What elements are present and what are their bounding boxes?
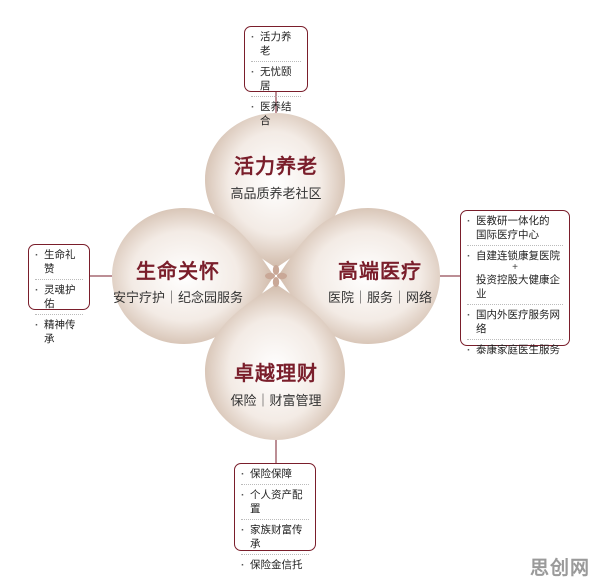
petal-left [112, 208, 274, 344]
plus-sign: + [512, 262, 518, 273]
top-subtitle: 高品质养老社区 [230, 186, 322, 201]
list-item: 精神传承 [35, 318, 83, 346]
list-item: 保险保障 [241, 467, 309, 481]
watermark: 思创网 [529, 558, 590, 579]
petal-top [205, 113, 345, 268]
right-title: 高端医疗 [338, 261, 422, 283]
left-title: 生命关怀 [136, 261, 220, 283]
left-detail-box: 生命礼赞 灵魂护佑 精神传承 [28, 244, 90, 345]
left-subtitle: 安宁疗护｜纪念园服务 [112, 290, 243, 305]
bottom-detail-box: 保险保障 个人资产配置 家族财富传承 保险金信托 [234, 463, 316, 572]
list-item: 自建连锁康复医院 [467, 249, 563, 263]
center-clover-icon [265, 265, 287, 287]
list-item: 国内外医疗服务网络 [467, 308, 563, 336]
right-subtitle: 医院｜服务｜网络 [327, 290, 432, 305]
list-item: 生命礼赞 [35, 248, 83, 276]
list-item-continued: 投资控股大健康企业 [476, 274, 560, 300]
petal-bottom [205, 284, 345, 440]
bottom-title: 卓越理财 [234, 363, 318, 385]
list-item: 泰康家庭医生服务 [467, 343, 563, 357]
list-item: 活力养老 [251, 30, 301, 58]
list-item: 医养结合 [251, 100, 301, 128]
list-item-continued: 国际医疗中心 [476, 229, 539, 241]
right-detail-box: 医教研一体化的 国际医疗中心 自建连锁康复医院 + 投资控股大健康企业 国内外医… [460, 210, 570, 357]
list-item: 个人资产配置 [241, 488, 309, 516]
top-title: 活力养老 [234, 156, 318, 178]
petal-right [278, 208, 440, 344]
list-item: 家族财富传承 [241, 523, 309, 551]
top-detail-box: 活力养老 无忧颐居 医养结合 [244, 26, 308, 127]
list-item: 灵魂护佑 [35, 283, 83, 311]
list-item: 保险金信托 [241, 558, 309, 572]
list-item: 医教研一体化的 [467, 214, 563, 228]
list-item: 无忧颐居 [251, 65, 301, 93]
bottom-subtitle: 保险｜财富管理 [230, 393, 322, 408]
